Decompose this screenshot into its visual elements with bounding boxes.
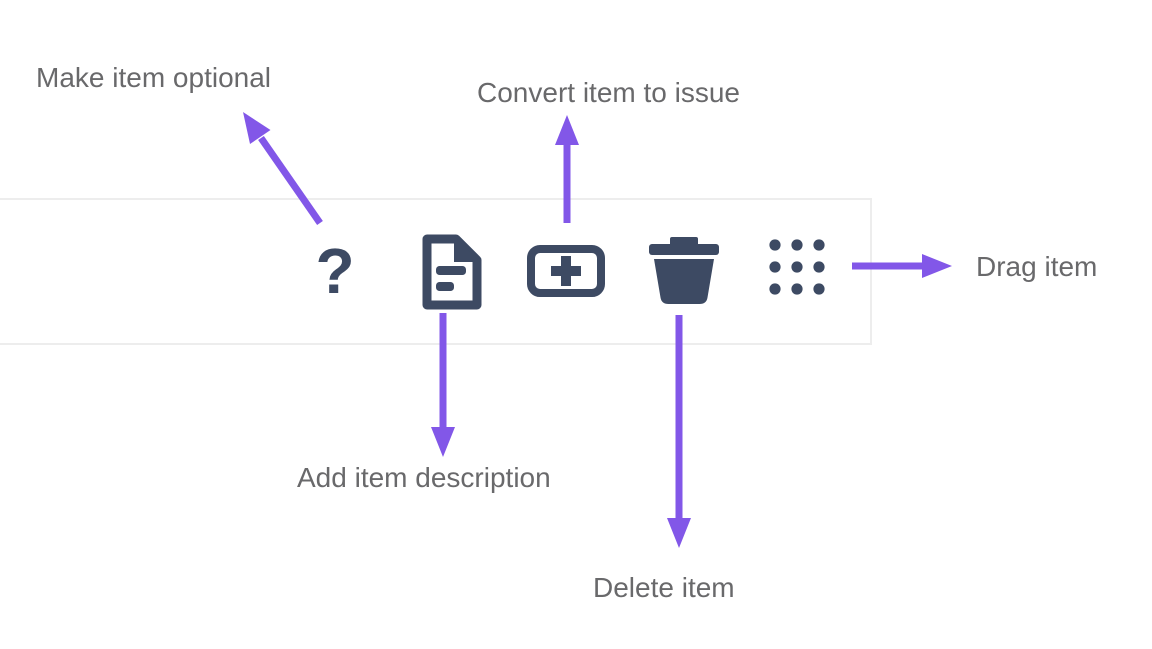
plus-box-icon <box>527 245 605 297</box>
make-item-optional-button[interactable]: ? <box>313 237 357 305</box>
label-drag-item: Drag item <box>976 251 1098 282</box>
question-mark-icon: ? <box>315 235 355 307</box>
label-add-item-description: Add item description <box>297 462 551 493</box>
convert-item-to-issue-button[interactable] <box>527 245 605 297</box>
add-item-description-button[interactable] <box>420 232 484 312</box>
drag-handle-dots-icon <box>769 239 825 295</box>
checklist-item-toolbar: ? <box>0 198 872 345</box>
trash-icon <box>649 237 719 304</box>
label-make-item-optional: Make item optional <box>36 62 272 93</box>
label-delete-item: Delete item <box>593 572 735 603</box>
arrow-delete-item <box>667 315 691 548</box>
delete-item-button[interactable] <box>649 237 719 304</box>
document-text-icon <box>420 232 484 312</box>
label-convert-item-to-issue: Convert item to issue <box>477 77 740 108</box>
drag-item-handle[interactable] <box>769 239 825 295</box>
